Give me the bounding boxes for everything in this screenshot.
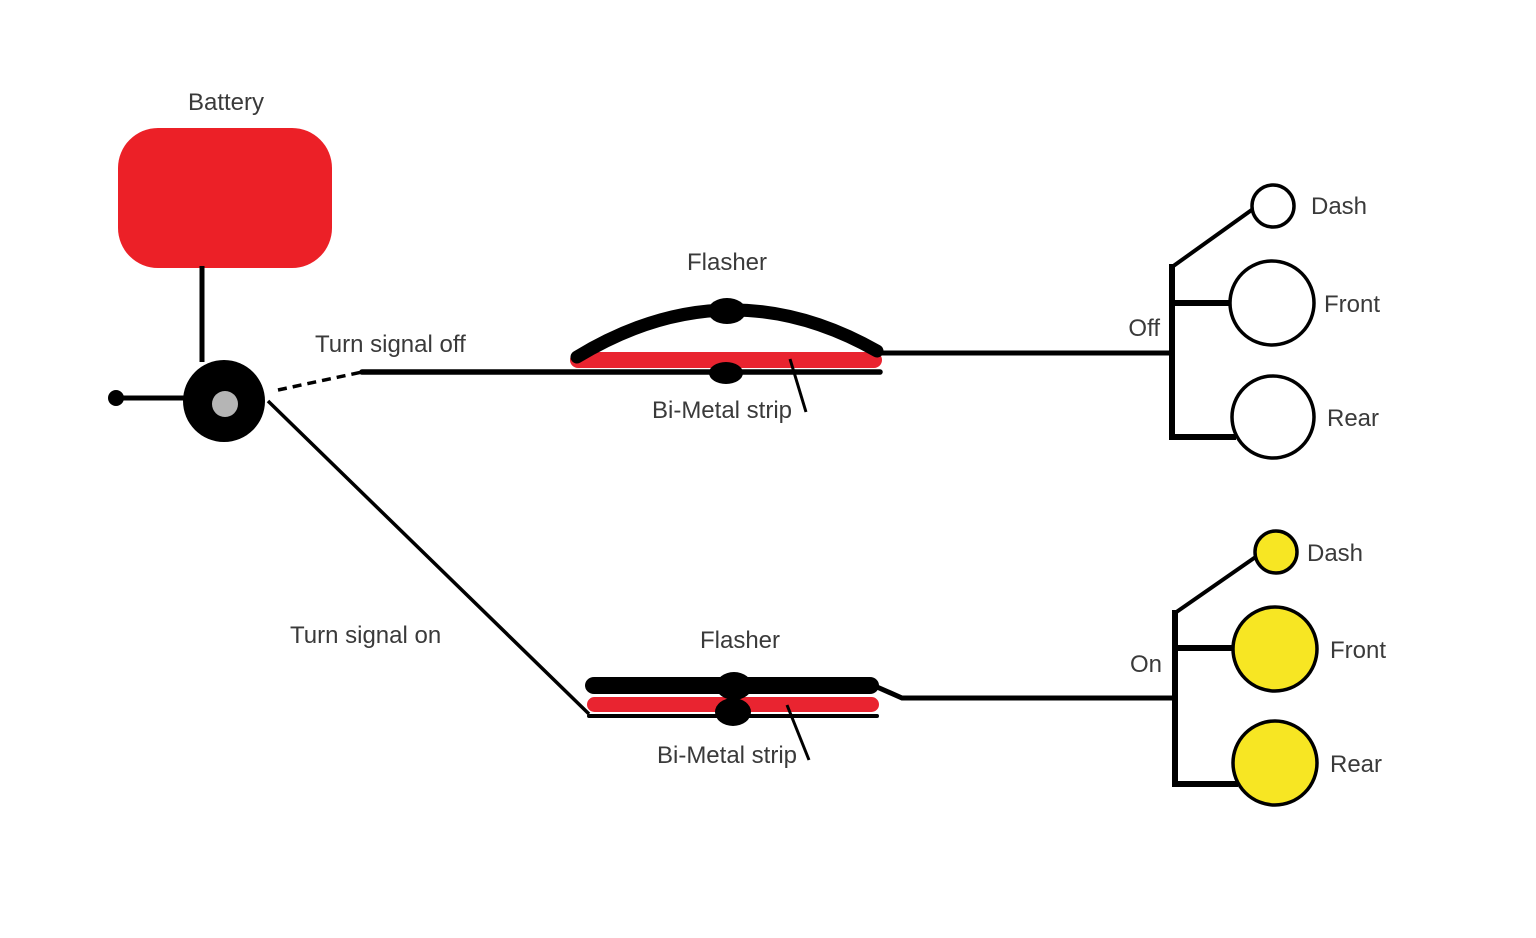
on-dash-lamp xyxy=(1253,529,1299,575)
flasher-off-lower-contact-dot xyxy=(709,362,743,384)
flasher-on-label: Flasher xyxy=(700,627,780,654)
flasher-off-label: Flasher xyxy=(687,249,767,276)
off-dash-lamp-wire xyxy=(1170,207,1255,269)
bimetal-off-label: Bi-Metal strip xyxy=(652,397,792,424)
off-dash-lamp xyxy=(1250,183,1296,229)
flasher-on-lower-contact-dot xyxy=(715,698,751,726)
off-front-lamp xyxy=(1228,259,1316,347)
battery-body xyxy=(118,128,332,268)
on-rear-lamp-label: Rear xyxy=(1330,751,1382,778)
off-rear-lamp-label: Rear xyxy=(1327,405,1379,432)
off-front-lamp-label: Front xyxy=(1324,291,1380,318)
on-dash-lamp-wire xyxy=(1173,554,1259,615)
flasher-on-upper-contact-dot xyxy=(716,672,752,700)
flasher-off-arc-contact-dot xyxy=(708,298,746,324)
switch-hub xyxy=(212,391,238,417)
switch-to-off-wire xyxy=(277,370,363,392)
off-state-label: Off xyxy=(1128,315,1160,342)
turn-signal-on-label: Turn signal on xyxy=(290,622,441,649)
on-state-label: On xyxy=(1130,651,1162,678)
off-rear-lamp xyxy=(1230,374,1316,460)
off-dash-lamp-label: Dash xyxy=(1311,193,1367,220)
bimetal-off-pointer-line xyxy=(788,358,808,413)
bimetal-on-pointer-line xyxy=(785,704,811,761)
bimetal-on-label: Bi-Metal strip xyxy=(657,742,797,769)
turn-signal-off-label: Turn signal off xyxy=(315,331,466,358)
battery-label: Battery xyxy=(188,89,264,116)
on-rear-lamp xyxy=(1231,719,1319,807)
on-dash-lamp-label: Dash xyxy=(1307,540,1363,567)
on-front-lamp xyxy=(1231,605,1319,693)
switch-terminal-dot xyxy=(108,390,124,406)
on-front-lamp-label: Front xyxy=(1330,637,1386,664)
flasher-on-output-wire xyxy=(875,684,1177,701)
switch-to-on-wire xyxy=(266,399,591,716)
flasher-off-bimetal-strip xyxy=(570,352,882,368)
